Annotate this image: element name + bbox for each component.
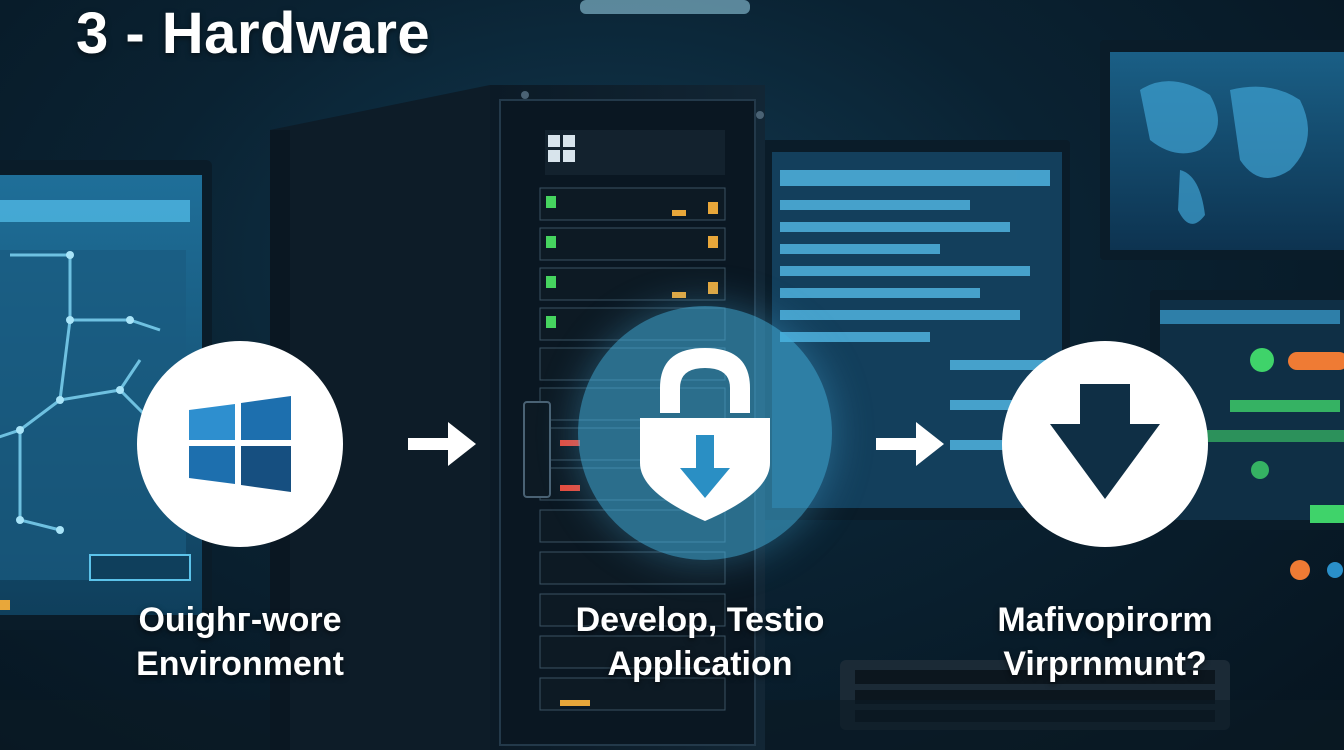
download-arrow-icon	[1050, 384, 1160, 499]
step-1-label-line1: Ouighг-wore	[138, 601, 342, 639]
step-1-label-line2: Environment	[136, 645, 344, 683]
ceiling-light	[580, 0, 750, 14]
step-3-label-line2: Virprnmunt?	[1003, 645, 1207, 683]
step-3-label: Mafivopirorm Virprnmunt?	[950, 598, 1260, 686]
step-1-label: Ouighг-wore Environment	[90, 598, 390, 686]
padlock-download-icon	[640, 348, 770, 521]
step-3-circle	[1002, 341, 1208, 547]
step-2-circle	[578, 306, 832, 560]
arrow-right-icon	[408, 422, 476, 466]
left-monitor	[0, 160, 212, 630]
right-monitor-map	[1100, 40, 1344, 260]
arrow-right-icon	[876, 422, 944, 466]
step-1-circle	[137, 341, 343, 547]
windows-logo-icon	[189, 396, 291, 492]
step-3-label-line1: Mafivopirorm	[997, 601, 1213, 639]
step-2-label-line2: Application	[607, 645, 793, 683]
step-2-label-line1: Develop, Testio	[575, 601, 825, 639]
page-title: 3 - Hardware	[76, 1, 431, 66]
step-2-label: Develop, Testio Application	[530, 598, 870, 686]
